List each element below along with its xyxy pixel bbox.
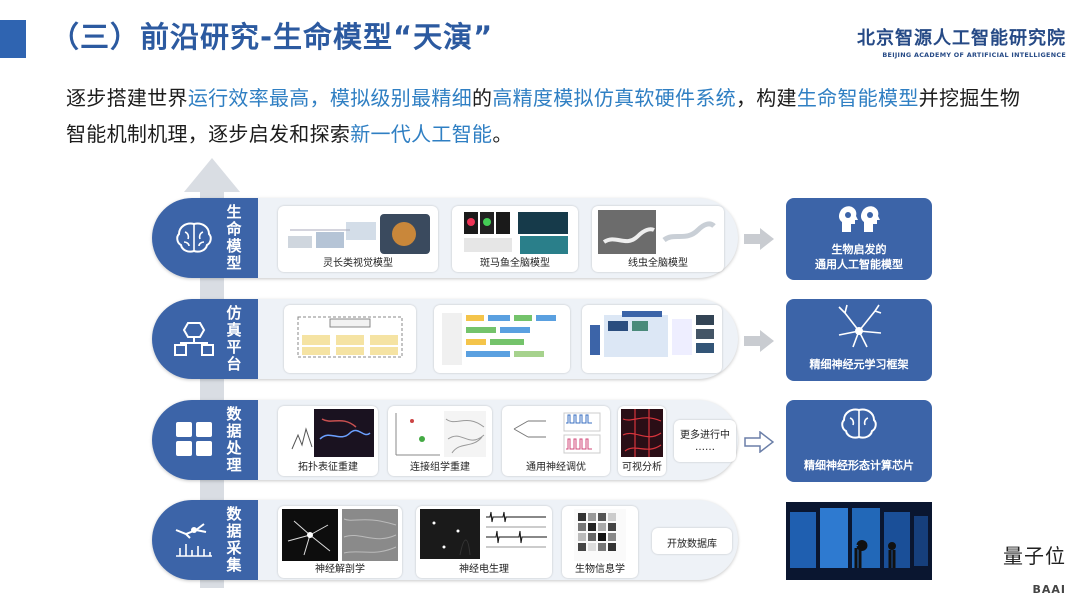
topology-image bbox=[291, 409, 374, 457]
row-data-collection: 数据采集 神经解剖学 神经电生理 生物信息学 开放数据库 bbox=[152, 500, 738, 580]
sim-diagram-image bbox=[297, 316, 403, 358]
output-label: 生物启发的 bbox=[831, 243, 887, 256]
electrophysiology-image bbox=[420, 509, 547, 559]
panel-topology: 拓扑表征重建 bbox=[278, 406, 378, 476]
arrow-right-outline-icon bbox=[744, 431, 774, 453]
neuron-icon bbox=[838, 304, 882, 348]
panel-sim-diagram-3 bbox=[582, 305, 722, 373]
brain-icon bbox=[176, 222, 212, 253]
caption: 可视分析 bbox=[622, 462, 662, 473]
hierarchy-icon bbox=[174, 322, 214, 356]
panel-bioinformatics: 生物信息学 bbox=[562, 506, 638, 578]
caption: 斑马鱼全脑模型 bbox=[480, 258, 550, 269]
panel-anatomy: 神经解剖学 bbox=[278, 506, 402, 578]
output-label: 通用人工智能模型 bbox=[815, 258, 903, 271]
sim-table-image bbox=[442, 313, 556, 365]
primate-model-image bbox=[288, 214, 430, 254]
arrow-right-icon bbox=[744, 228, 774, 250]
watermark-text: 量子位 bbox=[1003, 544, 1066, 568]
panel-tuning: 通用神经调优 bbox=[502, 406, 610, 476]
caption: 神经解剖学 bbox=[315, 564, 365, 575]
panel-open-db: 开放数据库 bbox=[652, 528, 732, 554]
panel-nematode: 线虫全脑模型 bbox=[592, 206, 724, 272]
data-center-photo bbox=[786, 502, 932, 580]
panel-visual: 可视分析 bbox=[618, 406, 666, 476]
org-logo: 北京智源人工智能研究院 BEIJING ACADEMY OF ARTIFICIA… bbox=[857, 24, 1066, 59]
intro-text: 逐步搭建世界运行效率最高，模拟级别最精细的高精度模拟仿真软硬件系统，构建生命智能… bbox=[66, 80, 1026, 152]
output-neuron-framework: 精细神经元学习框架 bbox=[786, 299, 932, 381]
title-accent-bar bbox=[0, 20, 26, 58]
org-name-en: BEIJING ACADEMY OF ARTIFICIAL INTELLIGEN… bbox=[882, 51, 1066, 59]
row-data-processing: 数据处理 拓扑表征重建 连接组学重建 通用神经调优 可视分析 更多进行中 …… bbox=[152, 400, 738, 480]
intro-seg: 。 bbox=[492, 122, 513, 146]
panel-primate: 灵长类视觉模型 bbox=[278, 206, 438, 272]
caption: 线虫全脑模型 bbox=[628, 258, 688, 269]
intro-seg: ，构建 bbox=[735, 86, 797, 110]
bioinformatics-image bbox=[574, 509, 626, 561]
visual-analysis-image bbox=[621, 409, 663, 457]
head-gear-icon bbox=[838, 206, 880, 232]
row-label: 数据采集 bbox=[226, 505, 242, 574]
output-label: 精细神经元学习框架 bbox=[809, 358, 909, 371]
page-title: （三）前沿研究-生命模型“天演” bbox=[50, 20, 494, 54]
row-cap: 生命模型 bbox=[152, 198, 258, 278]
row-cap: 数据处理 bbox=[152, 400, 258, 480]
more-dots: …… bbox=[695, 442, 715, 453]
intro-highlight: 高精度模拟仿真软硬件系统 bbox=[492, 86, 736, 110]
org-name-cn: 北京智源人工智能研究院 bbox=[857, 28, 1066, 49]
intro-highlight: 新一代人工智能 bbox=[350, 122, 493, 146]
watermark: 量子位 bbox=[1003, 540, 1066, 569]
caption: 灵长类视觉模型 bbox=[323, 258, 393, 269]
caption: 拓扑表征重建 bbox=[298, 462, 358, 473]
row-label: 生命模型 bbox=[226, 203, 242, 272]
caption: 通用神经调优 bbox=[526, 462, 586, 473]
output-label: 精细神经形态计算芯片 bbox=[804, 459, 914, 472]
panel-more: 更多进行中 …… bbox=[674, 420, 736, 462]
intro-seg: 并挖掘生物智能机制机理，逐步启发和探索 bbox=[66, 86, 1021, 146]
row-label: 数据处理 bbox=[226, 405, 242, 474]
sim-architecture-image bbox=[590, 311, 714, 357]
baai-logo: BAAI bbox=[1032, 583, 1066, 596]
arrow-right-icon bbox=[744, 330, 774, 352]
caption: 生物信息学 bbox=[575, 564, 625, 575]
connectome-image bbox=[395, 411, 486, 457]
anatomy-image bbox=[282, 509, 398, 561]
neuron-signal-icon bbox=[175, 523, 212, 557]
row-life-model: 生命模型 灵长类视觉模型 斑马鱼全脑模型 线虫全脑模型 bbox=[152, 198, 738, 278]
output-bio-inspired-agi: 生物启发的 通用人工智能模型 bbox=[786, 198, 932, 280]
intro-seg: 的 bbox=[472, 86, 493, 110]
caption: 神经电生理 bbox=[459, 564, 509, 575]
caption: 连接组学重建 bbox=[410, 462, 470, 473]
intro-highlight: 生命智能模型 bbox=[796, 86, 919, 110]
panel-sim-diagram-2 bbox=[434, 305, 570, 373]
more-label: 更多进行中 bbox=[680, 430, 730, 441]
output-neuromorphic-chip: 精细神经形态计算芯片 bbox=[786, 400, 932, 482]
open-database-label: 开放数据库 bbox=[667, 539, 717, 550]
intro-seg: 逐步搭建世界 bbox=[66, 86, 188, 110]
grid-icon bbox=[176, 422, 212, 456]
brain-chip-icon bbox=[841, 408, 877, 439]
tuning-image bbox=[513, 412, 601, 454]
panel-zebrafish: 斑马鱼全脑模型 bbox=[452, 206, 578, 272]
row-cap: 仿真平台 bbox=[152, 299, 258, 379]
panel-sim-diagram-1 bbox=[284, 305, 416, 373]
intro-highlight: 运行效率最高，模拟级别最精细 bbox=[187, 86, 473, 110]
row-label: 仿真平台 bbox=[226, 304, 242, 373]
panel-electrophysiology: 神经电生理 bbox=[416, 506, 552, 578]
row-sim-platform: 仿真平台 bbox=[152, 299, 738, 379]
row-cap: 数据采集 bbox=[152, 500, 258, 580]
nematode-model-image bbox=[598, 210, 716, 254]
panel-connectome: 连接组学重建 bbox=[388, 406, 492, 476]
zebrafish-model-image bbox=[464, 212, 568, 254]
